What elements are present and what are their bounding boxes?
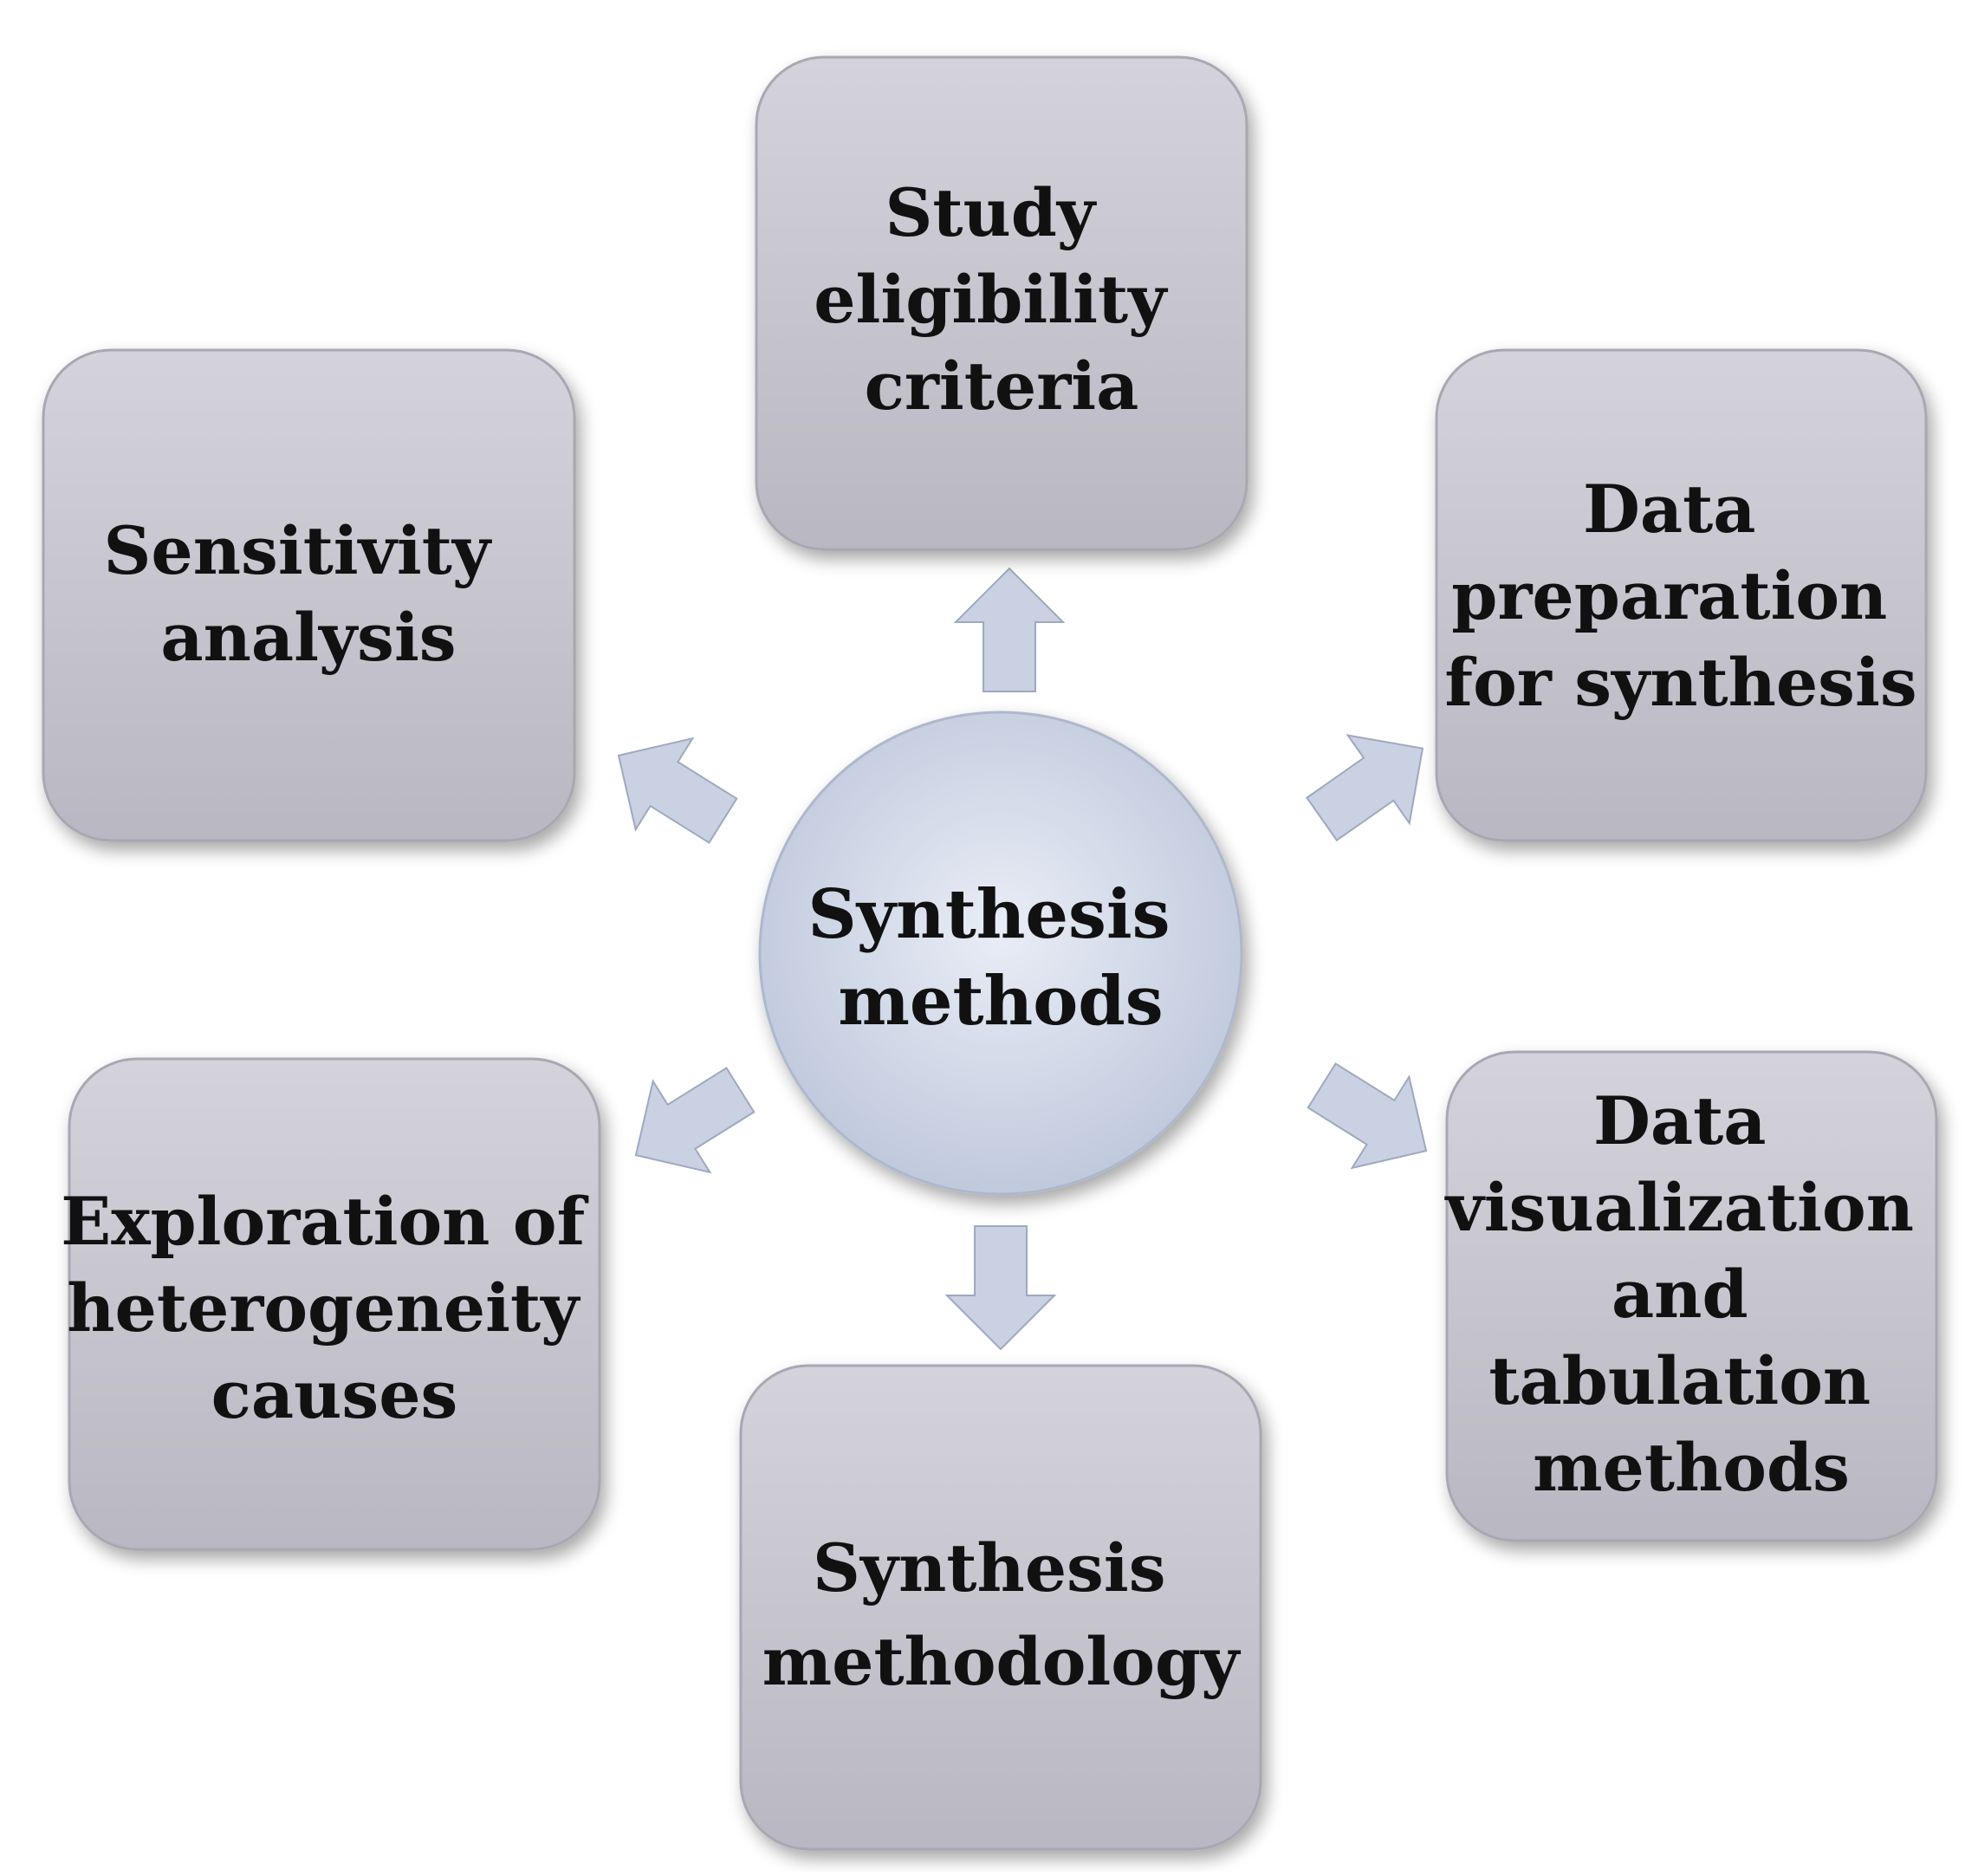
label-line: tabulation — [1488, 1342, 1871, 1419]
label-line: methods — [1533, 1429, 1850, 1506]
arrow-up-icon — [953, 567, 1066, 692]
node-synthesis-methodology: Synthesis methodology — [739, 1364, 1262, 1851]
node-study-eligibility-label: Study eligibility criteria — [814, 174, 1190, 425]
center-label: Synthesis methods — [807, 875, 1193, 1041]
label-line: preparation — [1451, 557, 1887, 634]
node-synthesis-methodology-label: Synthesis methodology — [762, 1529, 1241, 1700]
label-line: causes — [211, 1356, 458, 1433]
label-line: methodology — [762, 1623, 1241, 1700]
node-data-visualization-label: Data visualization and tabulation method… — [1444, 1082, 1937, 1506]
label-line: Data — [1593, 1082, 1767, 1159]
label-line: and — [1612, 1256, 1748, 1333]
node-data-visualization: Data visualization and tabulation method… — [1444, 1050, 1938, 1542]
label-line: heterogeneity — [67, 1269, 580, 1347]
center-circle: Synthesis methods — [758, 711, 1243, 1196]
node-sensitivity-label: Sensitivity analysis — [104, 512, 514, 676]
label-line: Study — [885, 174, 1096, 251]
node-data-preparation-label: Data preparation for synthesis — [1444, 471, 1916, 721]
label-line: visualization — [1444, 1169, 1914, 1246]
node-data-preparation: Data preparation for synthesis — [1435, 348, 1928, 842]
label-line: Synthesis — [813, 1529, 1165, 1607]
label-line: criteria — [865, 347, 1139, 425]
arrow-up-left-icon — [617, 737, 738, 844]
arrow-down-right-icon — [1307, 1062, 1428, 1170]
arrow-up-right-icon — [1306, 734, 1424, 842]
center-label-line-2: methods — [838, 962, 1163, 1041]
node-heterogeneity: Exploration of heterogeneity causes — [61, 1057, 607, 1551]
arrow-down-left-icon — [634, 1067, 756, 1174]
node-study-eligibility: Study eligibility criteria — [755, 55, 1248, 551]
arrows-group — [617, 567, 1428, 1351]
label-line: analysis — [160, 599, 456, 676]
node-heterogeneity-label: Exploration of heterogeneity causes — [61, 1183, 607, 1433]
label-line: eligibility — [814, 261, 1168, 338]
label-line: Data — [1583, 471, 1756, 548]
arrow-down-icon — [944, 1225, 1057, 1351]
center-label-line-1: Synthesis — [807, 875, 1170, 954]
label-line: for synthesis — [1444, 644, 1916, 721]
label-line: Sensitivity — [104, 512, 492, 589]
label-line: Exploration of — [61, 1183, 588, 1260]
node-sensitivity: Sensitivity analysis — [42, 348, 576, 842]
